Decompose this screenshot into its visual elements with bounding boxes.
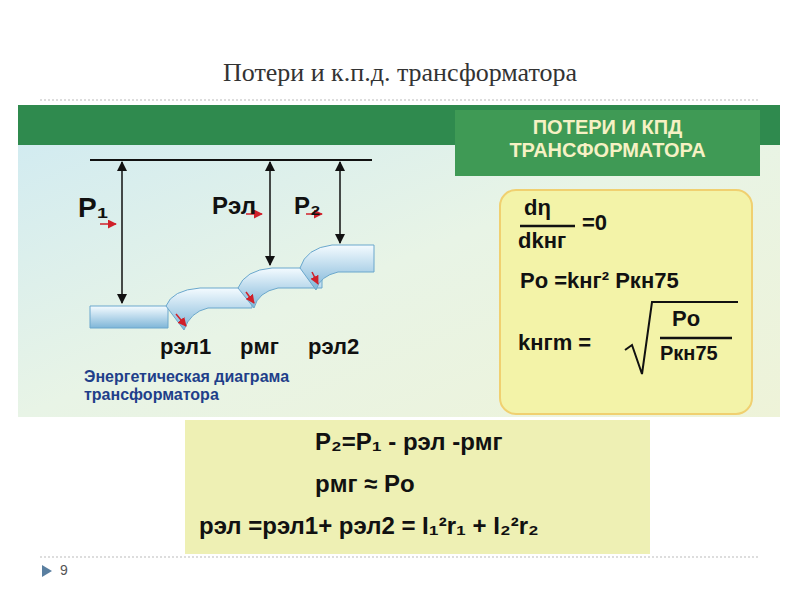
formula-text: dη [524,195,551,221]
formula-box: P₂=P₁ - pэл -pмг pмг ≈ Pо pэл =pэл1+ pэл2 … [185,420,650,554]
page-number: 9 [60,562,68,578]
loss-branch [166,288,252,330]
slide-title: Потери и к.п.д. трансформатора [0,58,800,88]
flow-arrow [312,272,318,284]
fraction-bar [520,225,575,228]
fraction-bar [660,337,732,340]
formula-text: pмг ≈ Pо [315,470,415,498]
formula-text: =0 [582,210,607,236]
loss-branch [300,245,374,290]
picture-ground [18,105,780,417]
power-label: P₂ [294,192,321,220]
flow-arrow [100,223,116,225]
formula-text: P₂=P₁ - pэл -pмг [315,428,503,456]
formula-panel-ground [500,190,752,414]
power-label: Pэл [212,192,256,220]
formula-text: Pо [672,306,700,332]
p2-arrow [339,162,341,243]
header-band: ПОТЕРИ И КПД ТРАНСФОРМАТОРА [455,110,760,176]
formula-text: Pо =kнг² Pкн75 [520,268,679,294]
bullet [42,565,52,577]
divider [40,100,760,101]
pel-arrow [269,162,271,265]
power-flow [90,306,168,328]
p1-arrow [121,162,123,303]
loss-label: pэл2 [308,334,359,360]
flow-arrow [246,292,254,303]
loss-label: pэл1 [160,334,211,360]
formula-text: Pкн75 [660,342,718,365]
formula-text: ПОТЕРИ И КПД ТРАНСФОРМАТОРА [455,116,760,162]
loss-label: pмг [240,334,279,360]
diagram-caption: Энергетическая диаграма трансформатора [84,368,374,404]
divider [40,557,760,558]
formula-text: pэл =pэл1+ pэл2 = I₁²r₁ + I₂²r₂ [199,512,539,540]
flow-arrow [176,314,186,326]
power-label: P₁ [78,192,108,224]
formula-panel: dη dkнг =0 Pо =kнг² Pкн75 kнгm = PоPкн75 [500,190,752,414]
top-level-line [90,159,372,161]
formula-text: kнгm = [518,330,591,356]
formula-text: dkнг [518,228,566,254]
root-sign [625,302,738,374]
